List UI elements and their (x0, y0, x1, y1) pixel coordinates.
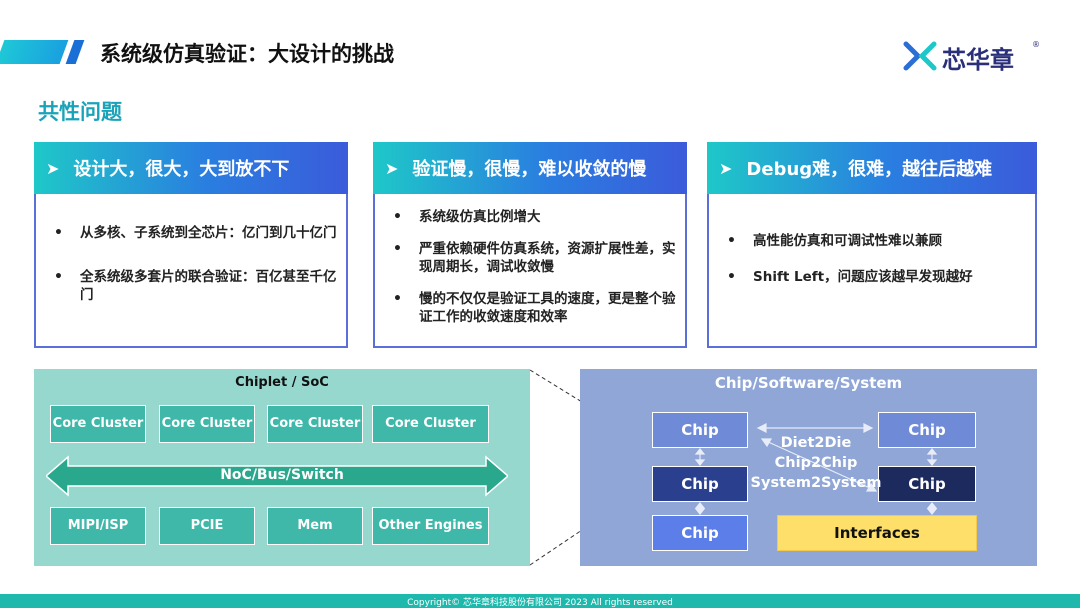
core-cluster-box: Core Cluster (50, 405, 146, 443)
problem-card-design-size: ➤ 设计大，很大，大到放不下 从多核、子系统到全芯片：亿门到几十亿门 全系统级多… (34, 142, 348, 348)
chip-box: Chip (652, 466, 748, 502)
header-accent-bar (0, 40, 69, 64)
chip-box: Chip (652, 515, 748, 551)
logo-registered-mark: ® (1032, 40, 1040, 49)
chip-box: Chip (652, 412, 748, 448)
core-cluster-box: Core Cluster (372, 405, 489, 443)
card-header: ➤ 验证慢，很慢，难以收敛的慢 (373, 142, 687, 194)
bullet-list: 高性能仿真和可调试性难以兼顾 Shift Left，问题应该越早发现越好 (723, 232, 1027, 286)
list-item: 全系统级多套片的联合验证：百亿甚至千亿门 (50, 268, 338, 304)
copyright-text: Copyright© 芯华章科技股份有限公司 2023 All rights r… (407, 598, 673, 608)
list-item: 高性能仿真和可调试性难以兼顾 (723, 232, 1027, 250)
bullet-list: 系统级仿真比例增大 严重依赖硬件仿真系统，资源扩展性差，实现周期长，调试收敛慢 … (389, 208, 677, 326)
peripheral-box: MIPI/ISP (50, 507, 146, 545)
bullet-list: 从多核、子系统到全芯片：亿门到几十亿门 全系统级多套片的联合验证：百亿甚至千亿门 (50, 224, 338, 304)
page-title: 系统级仿真验证：大设计的挑战 (100, 42, 394, 66)
list-item: 从多核、子系统到全芯片：亿门到几十亿门 (50, 224, 338, 242)
noc-label: NoC/Bus/Switch (220, 467, 344, 483)
list-item: 严重依赖硬件仿真系统，资源扩展性差，实现周期长，调试收敛慢 (389, 240, 677, 276)
diagram-title: Chiplet / SoC (235, 375, 329, 390)
diagram-title: Chip/Software/System (714, 374, 903, 392)
logo-text: 芯华章 (942, 46, 1014, 74)
header-accent-stripe (65, 40, 85, 64)
card-header: ➤ Debug难，很难，越往后越难 (707, 142, 1037, 194)
list-item: 慢的不仅仅是验证工具的速度，更是整个验证工作的收敛速度和效率 (389, 290, 677, 326)
connection-arrows (694, 423, 938, 515)
list-item: 系统级仿真比例增大 (389, 208, 677, 226)
problem-card-verification-speed: ➤ 验证慢，很慢，难以收敛的慢 系统级仿真比例增大 严重依赖硬件仿真系统，资源扩… (373, 142, 687, 348)
chevron-right-icon: ➤ (46, 158, 60, 178)
chip-box: Chip (878, 412, 976, 448)
card-title: 验证慢，很慢，难以收敛的慢 (412, 159, 647, 180)
dashed-connector (529, 369, 583, 566)
list-item: Shift Left，问题应该越早发现越好 (723, 268, 1027, 286)
card-title: 设计大，很大，大到放不下 (73, 159, 290, 180)
card-title: Debug难，很难，越往后越难 (746, 159, 993, 180)
chiplet-soc-diagram: Chiplet / SoC Core Cluster Core Cluster … (34, 369, 530, 566)
chip-software-system-diagram: Chip/Software/System Chip Chip Chip Chip… (580, 369, 1037, 566)
section-title: 共性问题 (38, 100, 122, 124)
core-cluster-box: Core Cluster (159, 405, 255, 443)
peripheral-box: Mem (267, 507, 363, 545)
core-cluster-box: Core Cluster (267, 405, 363, 443)
chevron-right-icon: ➤ (385, 158, 399, 178)
connection-label: System2System (750, 475, 882, 491)
interfaces-box: Interfaces (777, 515, 977, 551)
connection-label: Chip2Chip (774, 455, 858, 471)
chevron-right-icon: ➤ (719, 158, 733, 178)
noc-double-arrow (46, 455, 508, 497)
chip-box: Chip (878, 466, 976, 502)
footer-bar: Copyright© 芯华章科技股份有限公司 2023 All rights r… (0, 594, 1080, 608)
connection-label: Diet2Die (780, 435, 852, 451)
problem-card-debug: ➤ Debug难，很难，越往后越难 高性能仿真和可调试性难以兼顾 Shift L… (707, 142, 1037, 348)
logo-icon (903, 41, 937, 71)
card-header: ➤ 设计大，很大，大到放不下 (34, 142, 348, 194)
peripheral-box: Other Engines (372, 507, 489, 545)
peripheral-box: PCIE (159, 507, 255, 545)
